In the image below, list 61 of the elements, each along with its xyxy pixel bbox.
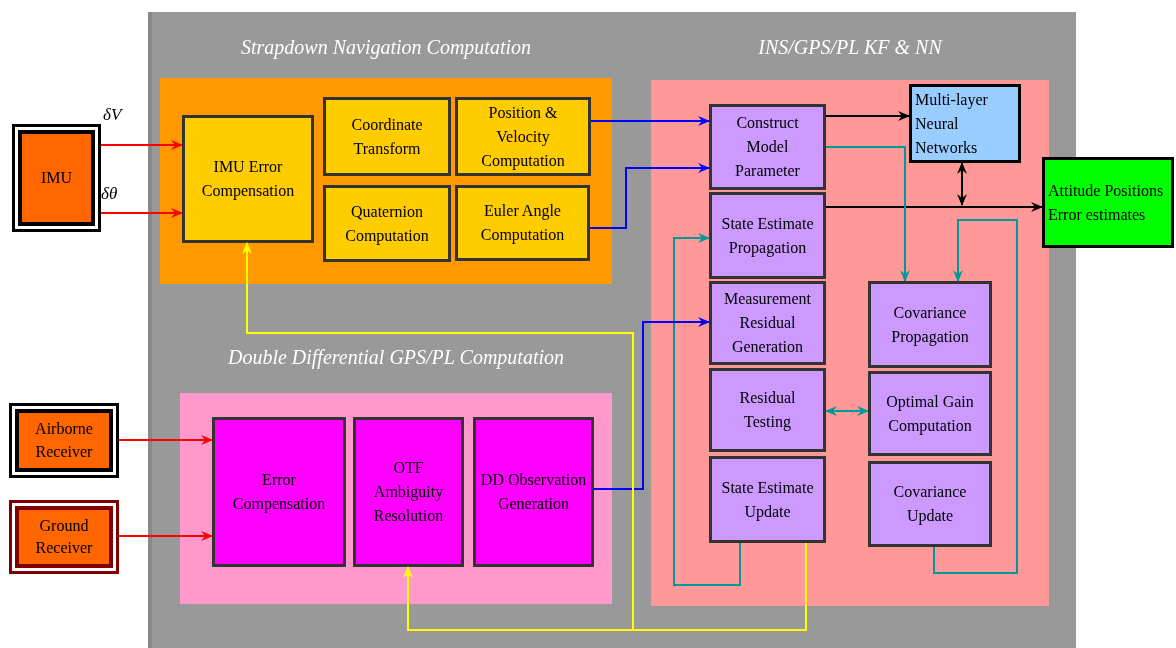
edge-label: δθ [101, 185, 118, 202]
panel-heading: Double Differential GPS/PL Computation [226, 346, 566, 369]
process-box [709, 104, 826, 190]
process-box [868, 461, 992, 547]
process-box [455, 97, 591, 176]
edge-label: δV [103, 106, 122, 123]
box-label: Error Compensation [231, 470, 327, 515]
arrow [589, 163, 710, 229]
process-box [868, 371, 992, 456]
arrow [118, 435, 213, 445]
box-label: Euler Angle Computation [479, 201, 566, 246]
arrow [933, 219, 1018, 574]
box-label: State Estimate Update [720, 477, 815, 523]
box-label: Coordinate Transform [350, 114, 424, 159]
box-label: DD Observation Generation [479, 470, 588, 514]
box-label: Covariance Update [892, 482, 968, 527]
process-box [909, 84, 1021, 163]
arrow [825, 202, 1043, 212]
process-box [709, 281, 826, 365]
process-box [212, 417, 346, 567]
box-label: Quaternion Computation [344, 201, 430, 247]
box-label: IMU [40, 167, 73, 188]
process-box [353, 417, 464, 567]
arrow [673, 233, 741, 586]
arrow [118, 531, 213, 541]
box-label: IMU Error Compensation [200, 157, 296, 202]
box-label: Position & Velocity Computation [480, 102, 566, 172]
process-box [323, 185, 451, 262]
box-label: Ground Receiver [34, 515, 94, 558]
process-box [709, 456, 826, 543]
box-label: Construct Model Parameter [734, 113, 801, 181]
arrow [957, 162, 967, 206]
process-box [709, 192, 826, 279]
arrow [825, 111, 910, 121]
process-box [455, 185, 590, 261]
process-box [709, 368, 826, 452]
panel-heading: Strapdown Navigation Computation [240, 36, 532, 59]
source-box [9, 500, 119, 574]
arrow [825, 406, 869, 416]
box-label: State Estimate Propagation [720, 213, 815, 259]
box-label: OTF Ambiguity Resolution [372, 458, 445, 526]
box-label: Covariance Propagation [890, 302, 970, 348]
arrow [100, 208, 183, 218]
source-box [9, 403, 119, 478]
arrow [593, 317, 710, 490]
box-label: Multi-layer Neural Networks [915, 89, 989, 158]
arrow [825, 146, 910, 282]
box-label: Measurement Residual Generation [722, 289, 813, 357]
process-box [1042, 157, 1174, 248]
process-box [473, 417, 594, 567]
process-box [868, 281, 992, 368]
box-label: Optimal Gain Computation [885, 391, 975, 437]
panel-heading: INS/GPS/PL KF & NN [757, 36, 944, 59]
process-box [182, 115, 314, 243]
process-box [323, 97, 451, 176]
box-label: Residual Testing [738, 388, 797, 433]
arrow [100, 140, 183, 150]
source-box [12, 124, 101, 232]
arrow [590, 116, 710, 126]
box-label: Airborne Receiver [34, 419, 94, 462]
box-label: Attitude Positions Error estimates [1048, 180, 1165, 225]
